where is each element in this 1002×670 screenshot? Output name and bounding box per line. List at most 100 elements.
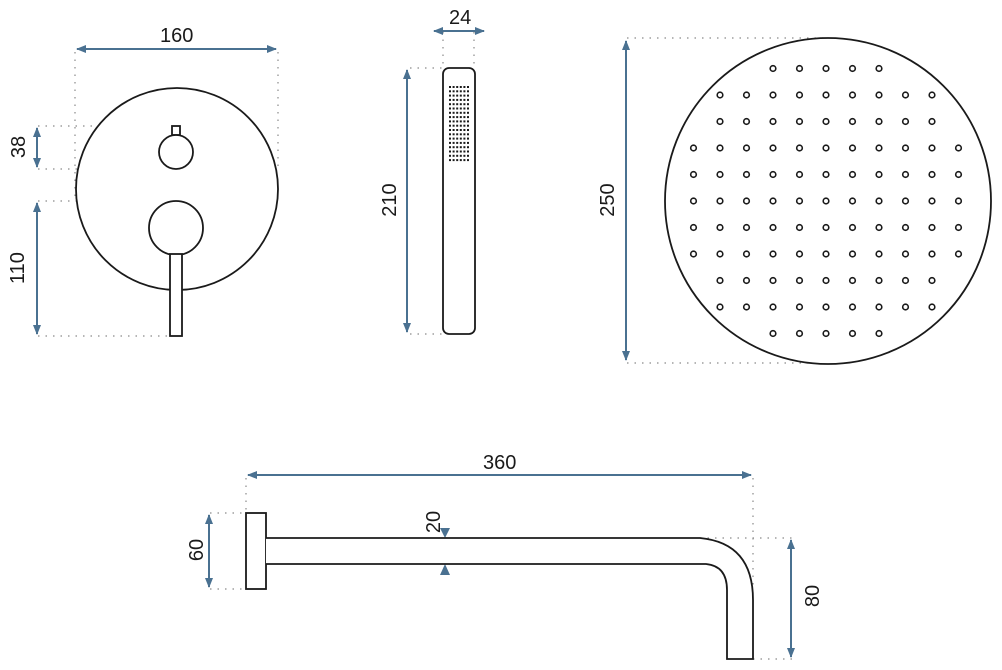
hand-width-label: 24 <box>449 7 472 29</box>
hand-nozzle-icon <box>456 141 459 144</box>
hand-nozzle-icon <box>467 154 469 157</box>
nozzle-icon <box>716 223 724 232</box>
nozzle-icon <box>795 64 804 73</box>
hand-nozzle-icon <box>456 107 459 110</box>
nozzle-icon <box>822 276 830 285</box>
nozzle-icon <box>928 197 936 205</box>
nozzle-icon <box>928 91 936 99</box>
hand-nozzle-icon <box>467 116 469 119</box>
nozzle-icon <box>716 197 724 205</box>
nozzle-icon <box>795 197 804 205</box>
nozzle-icon <box>822 223 830 232</box>
nozzle-icon <box>928 250 936 258</box>
nozzle-icon <box>928 303 936 311</box>
nozzle-icon <box>928 170 936 179</box>
nozzle-icon <box>901 197 910 205</box>
nozzle-icon <box>795 276 804 285</box>
hand-nozzle-icon <box>456 133 459 136</box>
hand-nozzle-icon <box>459 90 462 93</box>
hand-nozzle-icon <box>456 146 459 149</box>
hand-nozzle-icon <box>452 159 455 162</box>
nozzle-icon <box>901 144 910 152</box>
nozzle-icon <box>689 144 698 152</box>
nozzle-icon <box>742 223 751 232</box>
nozzle-icon <box>716 91 724 99</box>
hand-nozzle-icon <box>463 120 466 123</box>
nozzle-icon <box>716 250 724 258</box>
nozzle-icon <box>742 303 751 311</box>
hand-nozzle-icon <box>463 94 466 97</box>
hand-nozzle-icon <box>456 111 459 114</box>
nozzle-icon <box>954 144 963 152</box>
hand-nozzle-icon <box>456 90 459 93</box>
hand-nozzle-icon <box>463 124 466 127</box>
nozzle-icon <box>875 276 883 285</box>
nozzle-icon <box>954 223 963 232</box>
hand-nozzle-icon <box>463 98 466 101</box>
hand-nozzle-icon <box>452 103 455 106</box>
nozzle-icon <box>769 329 777 338</box>
nozzle-icon <box>716 276 724 285</box>
hand-nozzle-icon <box>449 141 451 144</box>
hand-nozzle-icon <box>459 154 462 157</box>
hand-nozzle-icon <box>463 90 466 93</box>
hand-nozzle-icon <box>452 90 455 93</box>
nozzle-icon <box>689 170 698 179</box>
hand-nozzle-icon <box>467 107 469 110</box>
nozzle-icon <box>689 197 698 205</box>
arm-length-label: 360 <box>483 452 517 474</box>
valve-dimension-arrows <box>33 45 277 335</box>
nozzle-icon <box>769 91 777 99</box>
hand-nozzle-icon <box>449 98 451 101</box>
nozzle-icon <box>795 303 804 311</box>
nozzle-icon <box>822 303 830 311</box>
hand-nozzle-icon <box>456 159 459 162</box>
nozzle-icon <box>742 170 751 179</box>
hand-nozzle-icon <box>467 103 469 106</box>
nozzle-icon <box>875 170 883 179</box>
nozzle-icon <box>928 144 936 152</box>
hand-nozzle-icon <box>449 146 451 149</box>
nozzle-icon <box>769 250 777 258</box>
hand-nozzle-icon <box>449 94 451 97</box>
hand-nozzle-icon <box>463 146 466 149</box>
hand-nozzle-icon <box>459 146 462 149</box>
nozzle-icon <box>795 91 804 99</box>
nozzle-icon <box>822 329 830 338</box>
nozzle-icon <box>901 303 910 311</box>
nozzle-icon <box>928 117 936 126</box>
nozzle-icon <box>901 276 910 285</box>
nozzle-icon <box>901 170 910 179</box>
nozzle-icon <box>848 223 857 232</box>
valve-width-label: 160 <box>160 25 194 47</box>
arm-wall-flange <box>245 512 267 590</box>
hand-nozzle-icon <box>467 150 469 153</box>
hand-nozzle-icon <box>449 137 451 140</box>
hand-nozzle-icon <box>463 154 466 157</box>
hand-nozzle-icon <box>449 150 451 153</box>
nozzle-icon <box>769 117 777 126</box>
hand-nozzle-icon <box>449 133 451 136</box>
hand-nozzle-icon <box>449 154 451 157</box>
hand-nozzle-icon <box>456 124 459 127</box>
hand-nozzle-icon <box>463 133 466 136</box>
hand-nozzle-icon <box>456 137 459 140</box>
nozzle-icon <box>742 144 751 152</box>
hand-nozzle-icon <box>449 116 451 119</box>
hand-nozzle-icon <box>449 124 451 127</box>
hand-nozzle-icon <box>463 137 466 140</box>
hand-nozzle-icon <box>459 150 462 153</box>
nozzle-icon <box>875 91 883 99</box>
hand-nozzle-icon <box>449 120 451 123</box>
hand-nozzle-icon <box>449 90 451 93</box>
hand-nozzle-icon <box>463 159 466 162</box>
nozzle-icon <box>848 276 857 285</box>
nozzle-icon <box>716 303 724 311</box>
nozzle-icon <box>848 144 857 152</box>
nozzle-icon <box>822 197 830 205</box>
hand-nozzle-icon <box>467 159 469 162</box>
nozzle-icon <box>848 197 857 205</box>
hand-nozzle-icon <box>467 120 469 123</box>
nozzle-icon <box>901 117 910 126</box>
hand-nozzle-icon <box>452 98 455 101</box>
